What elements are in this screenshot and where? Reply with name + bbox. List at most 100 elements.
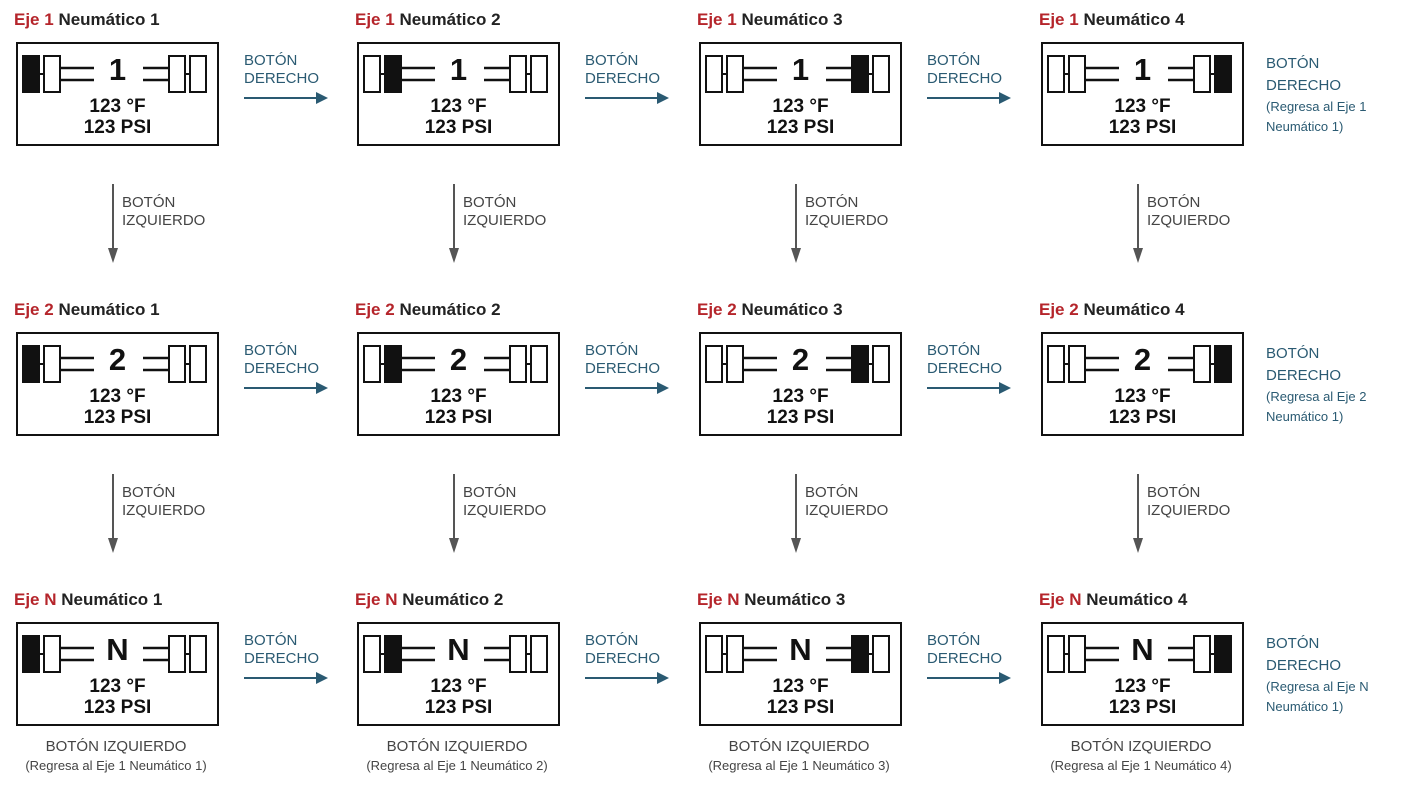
right-button-line2: DERECHO: [585, 360, 661, 377]
axle-number: 1: [1133, 52, 1152, 87]
axle-number: 2: [108, 342, 127, 377]
temperature-readout: 123 °F: [89, 96, 146, 117]
screen-title: Eje 2 Neumático 1: [14, 300, 160, 320]
arrow-down-icon: [791, 538, 801, 553]
left-button-line2: IZQUIERDO: [1147, 212, 1231, 229]
screen-title: Eje 1 Neumático 2: [355, 10, 501, 30]
axle-label: Eje 2: [355, 300, 395, 319]
pressure-readout: 123 PSI: [424, 117, 493, 138]
right-button-line2: DERECHO: [244, 650, 320, 667]
axle-tires-icon: [705, 55, 890, 93]
tire-label: Neumático 3: [744, 590, 846, 609]
arrow-right-icon: [999, 382, 1011, 394]
screen-title: Eje 2 Neumático 3: [697, 300, 843, 320]
left-button-line1: BOTÓN: [463, 484, 517, 501]
temperature-readout: 123 °F: [1114, 676, 1171, 697]
left-button-line2: IZQUIERDO: [805, 212, 889, 229]
left-button-line1: BOTÓN: [1147, 194, 1201, 211]
tire-label: Neumático 1: [58, 10, 160, 29]
right-button-line2: DERECHO: [1266, 657, 1342, 674]
tire-label: Neumático 4: [1086, 590, 1188, 609]
right-button-line1: BOTÓN: [927, 632, 981, 649]
pressure-readout: 123 PSI: [424, 407, 493, 428]
arrow-line: [244, 97, 316, 99]
screen-title: Eje N Neumático 4: [1039, 590, 1187, 610]
right-button-line2: DERECHO: [1266, 77, 1342, 94]
tire-outline-icon: [705, 55, 723, 93]
right-button-line1: BOTÓN: [585, 342, 639, 359]
screen-title: Eje N Neumático 3: [697, 590, 845, 610]
return-note: (Regresa al Eje 1 Neumático 4): [1050, 758, 1232, 773]
axle-tires-icon: [705, 635, 890, 673]
axle-number: N: [447, 632, 470, 667]
left-button-line1: BOTÓN: [805, 484, 859, 501]
arrow-line: [1137, 474, 1139, 538]
axle-label: Eje 1: [697, 10, 737, 29]
arrow-down-icon: [1133, 538, 1143, 553]
axle-label: Eje N: [697, 590, 740, 609]
arrow-right-icon: [999, 672, 1011, 684]
axle-label: Eje 2: [14, 300, 54, 319]
axle-label: Eje 1: [14, 10, 54, 29]
left-button-line2: IZQUIERDO: [805, 502, 889, 519]
temperature-readout: 123 °F: [430, 386, 487, 407]
tire-label: Neumático 4: [1083, 300, 1185, 319]
arrow-line: [112, 184, 114, 248]
tire-label: Neumático 2: [399, 300, 501, 319]
arrow-line: [1137, 184, 1139, 248]
return-note-line2: Neumático 1): [1266, 119, 1344, 134]
temperature-readout: 123 °F: [1114, 96, 1171, 117]
return-note: (Regresa al Eje 1 Neumático 3): [708, 758, 890, 773]
tire-label: Neumático 1: [58, 300, 160, 319]
temperature-readout: 123 °F: [772, 676, 829, 697]
return-note-line1: (Regresa al Eje N: [1266, 679, 1369, 694]
arrow-line: [927, 387, 999, 389]
tire-label: Neumático 3: [741, 300, 843, 319]
left-button-line1: BOTÓN: [122, 484, 176, 501]
pressure-readout: 123 PSI: [83, 697, 152, 718]
axle-label: Eje 1: [1039, 10, 1079, 29]
axle-tires-icon: [22, 635, 207, 673]
tire-outline-icon: [1047, 55, 1065, 93]
axle-number: N: [106, 632, 129, 667]
axle-tires-icon: [22, 55, 207, 93]
tire-label: Neumático 2: [399, 10, 501, 29]
right-button-line2: DERECHO: [927, 70, 1003, 87]
tire-outline-icon: [363, 55, 381, 93]
arrow-right-icon: [999, 92, 1011, 104]
pressure-readout: 123 PSI: [1108, 117, 1177, 138]
tire-outline-icon: [705, 345, 723, 383]
left-button-line1: BOTÓN: [463, 194, 517, 211]
right-button-line1: BOTÓN: [1266, 635, 1320, 652]
right-button-line2: DERECHO: [1266, 367, 1342, 384]
axle-tires-icon: [1047, 345, 1232, 383]
axle-tires-icon: [705, 345, 890, 383]
arrow-down-icon: [791, 248, 801, 263]
arrow-line: [927, 677, 999, 679]
left-button-line2: IZQUIERDO: [463, 212, 547, 229]
arrow-right-icon: [316, 382, 328, 394]
axle-label: Eje 2: [697, 300, 737, 319]
right-button-line2: DERECHO: [585, 650, 661, 667]
right-button-line1: BOTÓN: [585, 632, 639, 649]
arrow-down-icon: [449, 248, 459, 263]
axle-tires-icon: [363, 55, 548, 93]
tire-highlighted-icon: [22, 635, 40, 673]
